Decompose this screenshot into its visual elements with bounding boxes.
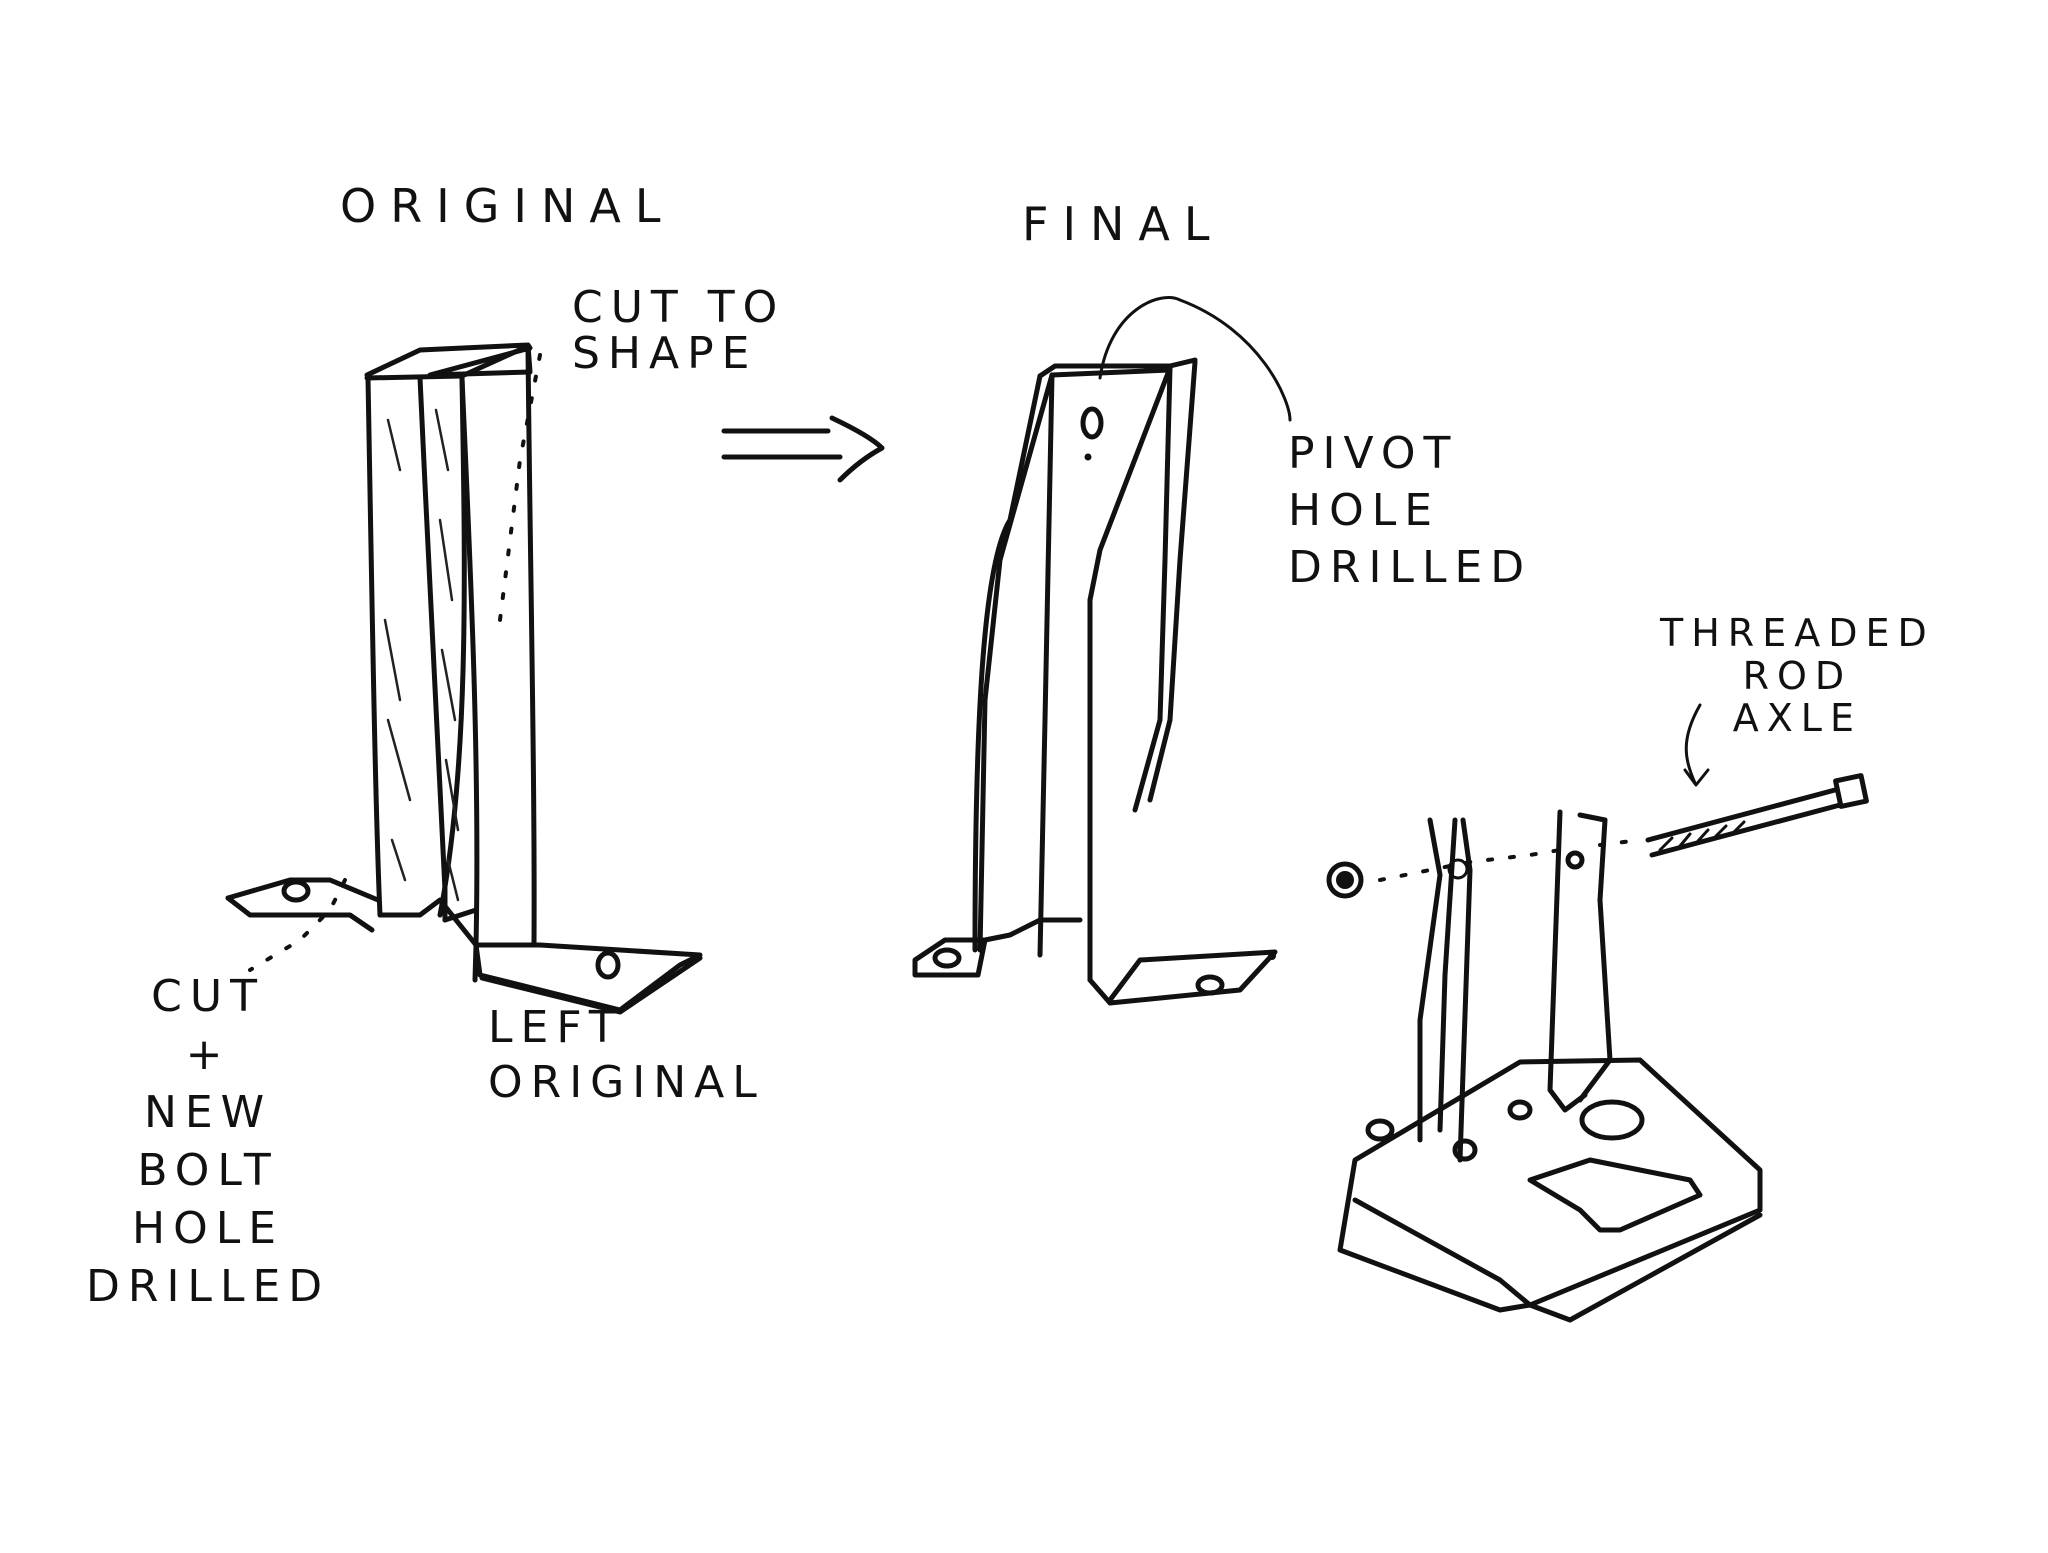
assembly-drawing [1326, 703, 1869, 1323]
transform-arrow [721, 415, 885, 483]
annotation-threaded-rod-axle: THREADED ROD AXLE [1660, 611, 1935, 741]
original-bracket-drawing [225, 342, 703, 1015]
final-bracket-drawing [912, 296, 1292, 1006]
annotation-left-original: LEFT ORIGINAL [488, 1002, 765, 1108]
panel-title-original: ORIGINAL [340, 179, 675, 233]
annotation-cut-to-shape: CUT TO SHAPE [572, 282, 786, 380]
panel-title-final: FINAL [1022, 197, 1224, 251]
annotation-pivot-hole: PIVOT HOLE DRILLED [1288, 428, 1533, 594]
annotation-cut-new-bolt-hole: CUT + NEW BOLT HOLE DRILLED [86, 971, 331, 1313]
